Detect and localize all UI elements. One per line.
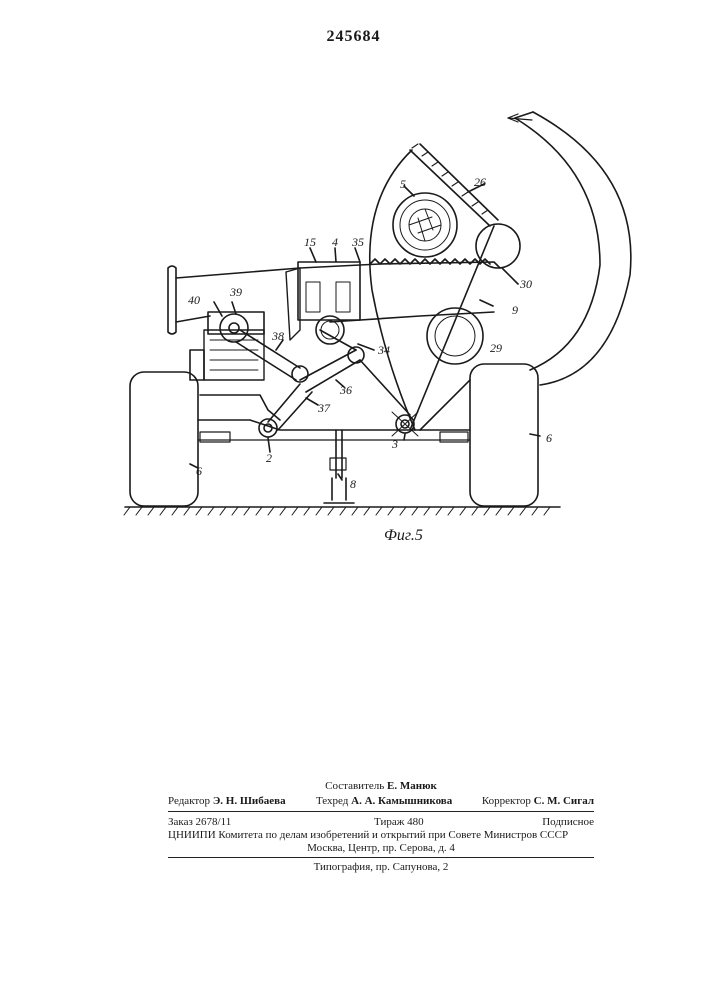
curved-chute	[533, 112, 631, 385]
label-30: 30	[519, 277, 532, 291]
figure-caption: Фиг.5	[384, 527, 423, 544]
compiler-label: Составитель	[325, 780, 384, 792]
printing-block: Типография, пр. Сапунова, 2	[168, 861, 594, 877]
label-34: 34	[377, 343, 390, 357]
label-29: 29	[490, 341, 502, 355]
label-2: 2	[266, 451, 272, 465]
label-35: 35	[351, 235, 364, 249]
label-26: 26	[474, 175, 486, 189]
label-6-right: 6	[546, 431, 552, 445]
label-40: 40	[188, 293, 200, 307]
label-38: 38	[271, 329, 284, 343]
editor-name: Э. Н. Шибаева	[213, 795, 286, 807]
label-8: 8	[350, 477, 356, 491]
left-wheel	[130, 372, 198, 506]
label-36: 36	[339, 383, 352, 397]
intake-tube	[168, 266, 176, 334]
corrector-name: С. М. Сигал	[534, 795, 594, 807]
right-wheel	[470, 364, 538, 506]
label-6-left: 6	[196, 464, 202, 478]
editor-label: Редактор	[168, 795, 210, 807]
technical-drawing: 15 4 35 5 26 30 9 29 34 36 37 38 39 40 2…	[0, 0, 707, 560]
label-4: 4	[332, 235, 338, 249]
techred-label: Техред	[316, 795, 348, 807]
printing-line: Типография, пр. Сапунова, 2	[168, 861, 594, 873]
organization-line: ЦНИИПИ Комитета по делам изобретений и о…	[168, 829, 594, 841]
main-body-outline	[370, 150, 415, 430]
label-9: 9	[512, 303, 518, 317]
corrector-label: Корректор	[482, 795, 531, 807]
label-37: 37	[317, 401, 331, 415]
motor	[204, 330, 264, 380]
unit-15	[298, 262, 360, 320]
compiler-row: Составитель Е. Манюк	[168, 780, 594, 792]
roller-30	[476, 224, 520, 268]
pulley-40	[220, 314, 248, 342]
label-15: 15	[304, 235, 316, 249]
compiler-name: Е. Манюк	[387, 780, 437, 792]
circulation: Тираж 480	[374, 816, 424, 828]
label-39: 39	[229, 285, 242, 299]
ground-hatching	[124, 507, 550, 515]
techred-name: А. А. Камышникова	[351, 795, 452, 807]
order-number: Заказ 2678/11	[168, 816, 231, 828]
label-5: 5	[400, 177, 406, 191]
label-3: 3	[391, 437, 398, 451]
footer-rule-bottom	[168, 857, 594, 858]
subscription: Подписное	[542, 816, 594, 828]
drum-5	[393, 193, 457, 257]
address-line: Москва, Центр, пр. Серова, д. 4	[168, 842, 594, 854]
footer-rule-top	[168, 811, 594, 812]
